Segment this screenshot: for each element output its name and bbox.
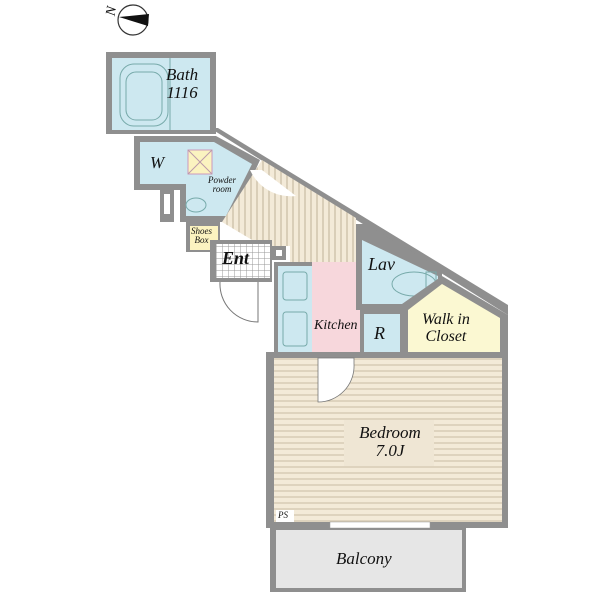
ps-label: PS: [278, 510, 288, 520]
balcony-label: Balcony: [336, 549, 392, 568]
powder-label: Powder: [208, 175, 236, 185]
refrigerator-label: R: [374, 323, 385, 343]
bedroom-label: Bedroom: [359, 423, 421, 442]
bath-room: [112, 58, 210, 130]
walk-in-closet: [408, 284, 500, 352]
refrigerator: [364, 314, 400, 352]
bath-label: Bath: [166, 65, 199, 84]
room-bath: Bath 1116: [166, 66, 198, 102]
room-bedroom: Bedroom 7.0J: [348, 424, 432, 460]
kitchen: [312, 262, 360, 354]
entrance-label: Ent: [222, 248, 250, 268]
lav-label: Lav: [368, 254, 395, 274]
closet-label: Walk in: [422, 311, 470, 328]
shoes-label-2: Box: [194, 235, 209, 246]
powder-label-2: room: [212, 184, 232, 195]
room-closet: Walk in Closet: [422, 311, 470, 346]
entrance: [216, 244, 270, 278]
bath-size: 1116: [166, 82, 198, 102]
compass-icon: [117, 4, 149, 36]
shoes-label: Shoes: [191, 226, 212, 236]
bedroom-size: 7.0J: [375, 440, 405, 460]
hallway: [222, 160, 356, 262]
room-shoes-box: Shoes Box: [191, 226, 212, 246]
closet-label-2: Closet: [425, 327, 467, 345]
balcony: [276, 530, 462, 588]
kitchen-counter: [278, 266, 312, 352]
kitchen-label: Kitchen: [314, 318, 358, 333]
washer-label: W: [150, 153, 165, 172]
lav: [362, 240, 438, 304]
room-powder: Powder room: [208, 175, 236, 195]
